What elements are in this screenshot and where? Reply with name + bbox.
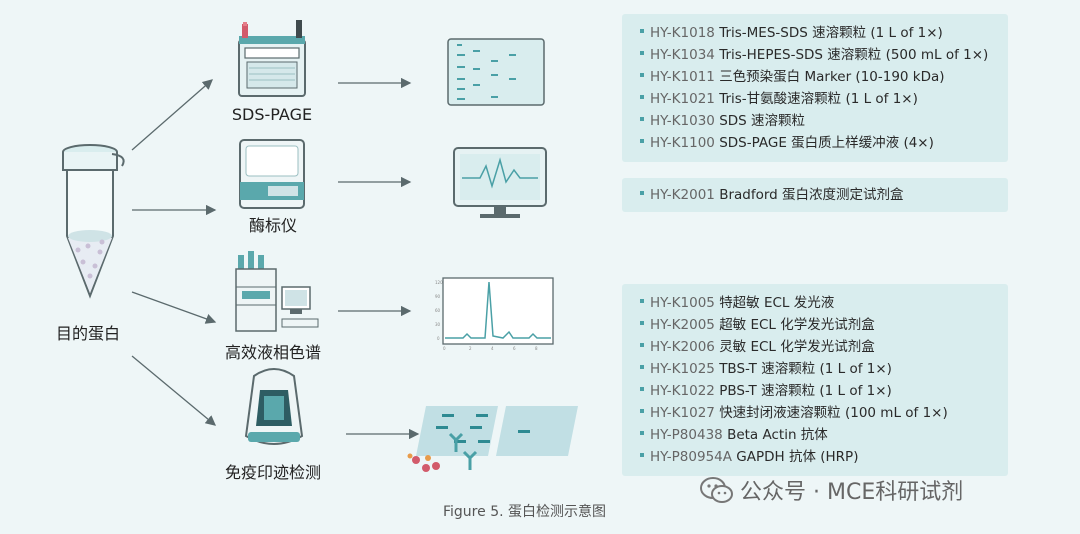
product-code: HY-K1030 — [650, 113, 715, 129]
hplc-icon — [235, 251, 319, 332]
product-code: HY-K1022 — [650, 383, 715, 399]
bullet-icon — [640, 299, 644, 303]
svg-text:4: 4 — [491, 346, 494, 351]
bullet-icon — [640, 321, 644, 325]
product-code: HY-P80954A — [650, 449, 732, 465]
product-item: HY-K2001 Bradford 蛋白浓度测定试剂盒 — [640, 184, 1008, 206]
product-code: HY-K1018 — [650, 25, 715, 41]
product-code: HY-K1027 — [650, 405, 715, 421]
product-name: 三色预染蛋白 Marker (10-190 kDa) — [719, 69, 945, 85]
product-name: Bradford 蛋白浓度测定试剂盒 — [719, 187, 904, 203]
gel-apparatus-icon — [238, 20, 306, 97]
watermark-text: 公众号 · MCE科研试剂 — [740, 480, 964, 505]
membrane-icon — [407, 406, 578, 472]
bullet-icon — [640, 29, 644, 33]
product-item: HY-K1027 快速封闭液速溶颗粒 (100 mL of 1×) — [640, 402, 1008, 424]
product-item: HY-K1022 PBS-T 速溶颗粒 (1 L of 1×) — [640, 380, 1008, 402]
product-group-sds-page: HY-K1018 Tris-MES-SDS 速溶颗粒 (1 L of 1×)HY… — [622, 14, 1008, 162]
product-item: HY-P80438 Beta Actin 抗体 — [640, 424, 1008, 446]
product-name: Tris-HEPES-SDS 速溶颗粒 (500 mL of 1×) — [719, 47, 989, 63]
product-name: PBS-T 速溶颗粒 (1 L of 1×) — [719, 383, 892, 399]
product-item: HY-K1030 SDS 速溶颗粒 — [640, 110, 1008, 132]
product-item: HY-K1021 Tris-甘氨酸速溶颗粒 (1 L of 1×) — [640, 88, 1008, 110]
product-code: HY-K1034 — [650, 47, 715, 63]
product-name: SDS-PAGE 蛋白质上样缓冲液 (4×) — [719, 135, 934, 151]
figure-caption: Figure 5. 蛋白检测示意图 — [443, 504, 607, 520]
bullet-icon — [640, 409, 644, 413]
product-name: TBS-T 速溶颗粒 (1 L of 1×) — [719, 361, 892, 377]
bullet-icon — [640, 117, 644, 121]
svg-text:6: 6 — [513, 346, 516, 351]
product-code: HY-K1025 — [650, 361, 715, 377]
svg-text:0: 0 — [443, 346, 446, 351]
svg-text:2: 2 — [469, 346, 472, 351]
bullet-icon — [640, 343, 644, 347]
bullet-icon — [640, 73, 644, 77]
product-item: HY-K1100 SDS-PAGE 蛋白质上样缓冲液 (4×) — [640, 132, 1008, 154]
product-code: HY-K1100 — [650, 135, 715, 151]
watermark: 公众号 · MCE科研试剂 — [700, 474, 963, 506]
product-item: HY-K2005 超敏 ECL 化学发光试剂盒 — [640, 314, 1008, 336]
svg-text:120: 120 — [435, 280, 443, 285]
bullet-icon — [640, 191, 644, 195]
method-label-hplc: 高效液相色谱 — [224, 343, 321, 362]
plate-reader-icon — [239, 139, 305, 209]
source-label: 目的蛋白 — [55, 324, 120, 343]
product-code: HY-P80438 — [650, 427, 723, 443]
method-label-plate-reader: 酶标仪 — [248, 216, 297, 235]
product-code: HY-K1021 — [650, 91, 715, 107]
western-blot-device-icon — [244, 368, 304, 445]
svg-text:90: 90 — [435, 294, 441, 299]
bullet-icon — [640, 453, 644, 457]
product-item: HY-K2006 灵敏 ECL 化学发光试剂盒 — [640, 336, 1008, 358]
method-label-sds-page: SDS-PAGE — [231, 105, 313, 124]
svg-text:8: 8 — [535, 346, 538, 351]
product-code: HY-K2001 — [650, 187, 715, 203]
product-item: HY-K1011 三色预染蛋白 Marker (10-190 kDa) — [640, 66, 1008, 88]
method-label-western: 免疫印迹检测 — [224, 463, 321, 482]
monitor-icon — [453, 147, 547, 218]
product-item: HY-P80954A GAPDH 抗体 (HRP) — [640, 446, 1008, 468]
product-name: Beta Actin 抗体 — [727, 427, 828, 443]
bullet-icon — [640, 387, 644, 391]
product-name: SDS 速溶颗粒 — [719, 113, 806, 129]
wechat-icon — [700, 477, 733, 503]
chromatogram-icon: 120 90 60 30 0 0 2 4 6 8 — [435, 277, 554, 351]
gel-result-icon — [447, 38, 545, 106]
product-name: Tris-甘氨酸速溶颗粒 (1 L of 1×) — [719, 91, 918, 107]
product-item: HY-K1025 TBS-T 速溶颗粒 (1 L of 1×) — [640, 358, 1008, 380]
bullet-icon — [640, 95, 644, 99]
test-tube-icon — [62, 144, 125, 299]
product-item: HY-K1034 Tris-HEPES-SDS 速溶颗粒 (500 mL of … — [640, 44, 1008, 66]
product-name: 超敏 ECL 化学发光试剂盒 — [719, 317, 875, 333]
product-code: HY-K1011 — [650, 69, 715, 85]
svg-text:0: 0 — [437, 336, 440, 341]
product-name: 灵敏 ECL 化学发光试剂盒 — [719, 339, 875, 355]
product-name: 特超敏 ECL 发光液 — [719, 295, 835, 311]
svg-text:60: 60 — [435, 308, 441, 313]
bullet-icon — [640, 139, 644, 143]
product-code: HY-K2006 — [650, 339, 715, 355]
product-item: HY-K1005 特超敏 ECL 发光液 — [640, 292, 1008, 314]
bullet-icon — [640, 51, 644, 55]
product-group-plate-reader: HY-K2001 Bradford 蛋白浓度测定试剂盒 — [622, 178, 1008, 212]
svg-text:30: 30 — [435, 322, 441, 327]
product-code: HY-K2005 — [650, 317, 715, 333]
product-name: GAPDH 抗体 (HRP) — [736, 449, 859, 465]
product-code: HY-K1005 — [650, 295, 715, 311]
bullet-icon — [640, 365, 644, 369]
product-name: Tris-MES-SDS 速溶颗粒 (1 L of 1×) — [719, 25, 943, 41]
bullet-icon — [640, 431, 644, 435]
product-name: 快速封闭液速溶颗粒 (100 mL of 1×) — [719, 405, 948, 421]
product-item: HY-K1018 Tris-MES-SDS 速溶颗粒 (1 L of 1×) — [640, 22, 1008, 44]
